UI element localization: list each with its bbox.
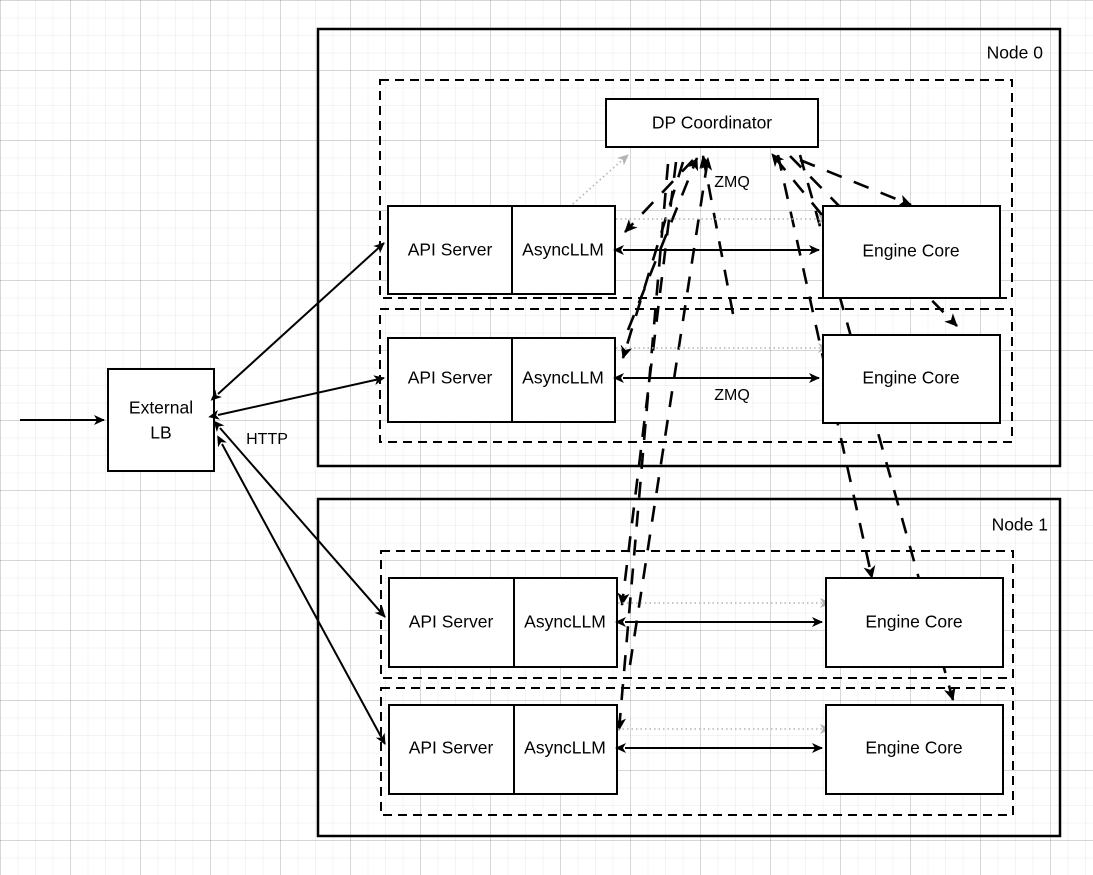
engine-core-label-n0g0: Engine Core	[862, 241, 959, 261]
node-1-label: Node 1	[992, 515, 1048, 535]
node-0-label: Node 0	[987, 43, 1044, 63]
external-lb-box[interactable]	[107, 368, 215, 472]
asyncllm-label-n0g0: AsyncLLM	[522, 240, 604, 260]
api-server-group-n0g0[interactable]: API Server AsyncLLM	[387, 205, 616, 295]
api-server-asyncllm-box-n0g1[interactable]	[387, 337, 616, 423]
api-server-label-n1g0: API Server	[409, 612, 494, 632]
engine-core-box-n0g0[interactable]	[822, 205, 1001, 299]
edge-coordinator-to-asyncllm-n1g1	[614, 163, 670, 731]
edge-coordinator-to-asyncllm-n0g0	[624, 159, 694, 233]
engine-core-box-n1g0[interactable]	[825, 577, 1004, 668]
dp-coordinator-box[interactable]	[605, 98, 819, 148]
external-lb-label-line1: External	[129, 398, 193, 418]
engine-core-box-n0g1[interactable]	[822, 334, 1001, 424]
coordinator-zmq-label: ZMQ	[714, 174, 750, 191]
asyncllm-label-n1g1: AsyncLLM	[524, 738, 606, 758]
api-server-label-n1g1: API Server	[409, 738, 494, 758]
edge-lb-to-api-n0g1	[208, 375, 385, 420]
engine-core-box-n1g1[interactable]	[825, 704, 1004, 795]
engine-core-label-n1g0: Engine Core	[865, 612, 962, 632]
api-server-group-n0g1[interactable]: API Server AsyncLLM	[387, 337, 616, 423]
engine-core-label-n0g1: Engine Core	[862, 368, 959, 388]
node-1-group-1-boundary	[380, 687, 1014, 816]
api-server-label-n0g1: API Server	[408, 368, 493, 388]
dp-coordinator-node[interactable]: DP Coordinator	[605, 98, 819, 148]
api-server-label-n0g0: API Server	[408, 240, 493, 260]
api-server-asyncllm-box-n0g0[interactable]	[387, 205, 616, 295]
api-server-group-n1g1[interactable]: API Server AsyncLLM	[388, 704, 618, 795]
engine-core-n1g0[interactable]: Engine Core	[825, 577, 1004, 668]
edge-lb-to-api-n0g0	[210, 242, 385, 401]
edge-lb-to-api-n1g0	[213, 420, 386, 618]
asyncllm-label-n1g0: AsyncLLM	[524, 612, 606, 632]
zmq-label-n0g1: ZMQ	[714, 387, 750, 404]
engine-core-n0g1[interactable]: Engine Core	[822, 334, 1001, 424]
edge-asyncllm-n0g0-to-coordinator-dotted	[565, 154, 629, 211]
http-label: HTTP	[246, 431, 288, 448]
external-lb-label-line2: LB	[150, 423, 171, 443]
asyncllm-label-n0g1: AsyncLLM	[522, 368, 604, 388]
edge-coordinator-to-asyncllm-n0g1	[620, 161, 685, 359]
edge-lb-to-api-n1g1	[217, 435, 386, 745]
node-0-group-0-boundary	[379, 79, 1013, 299]
edge-engine-n0g0-to-coordinator	[770, 153, 824, 216]
api-server-asyncllm-box-n1g0[interactable]	[388, 577, 618, 668]
edge-coordinator-to-engine-n0g0	[799, 158, 912, 207]
engine-core-n1g1[interactable]: Engine Core	[825, 704, 1004, 795]
engine-core-label-n1g1: Engine Core	[865, 738, 962, 758]
dp-coordinator-label: DP Coordinator	[652, 113, 772, 133]
edge-engine-n1g0-to-coordinator	[628, 157, 713, 666]
external-lb-node[interactable]: External LB	[107, 368, 215, 472]
api-server-group-n1g0[interactable]: API Server AsyncLLM	[388, 577, 618, 668]
api-server-asyncllm-box-n1g1[interactable]	[388, 704, 618, 795]
node-1-group-0-boundary	[380, 550, 1014, 679]
engine-core-n0g0[interactable]: Engine Core	[822, 205, 1001, 299]
